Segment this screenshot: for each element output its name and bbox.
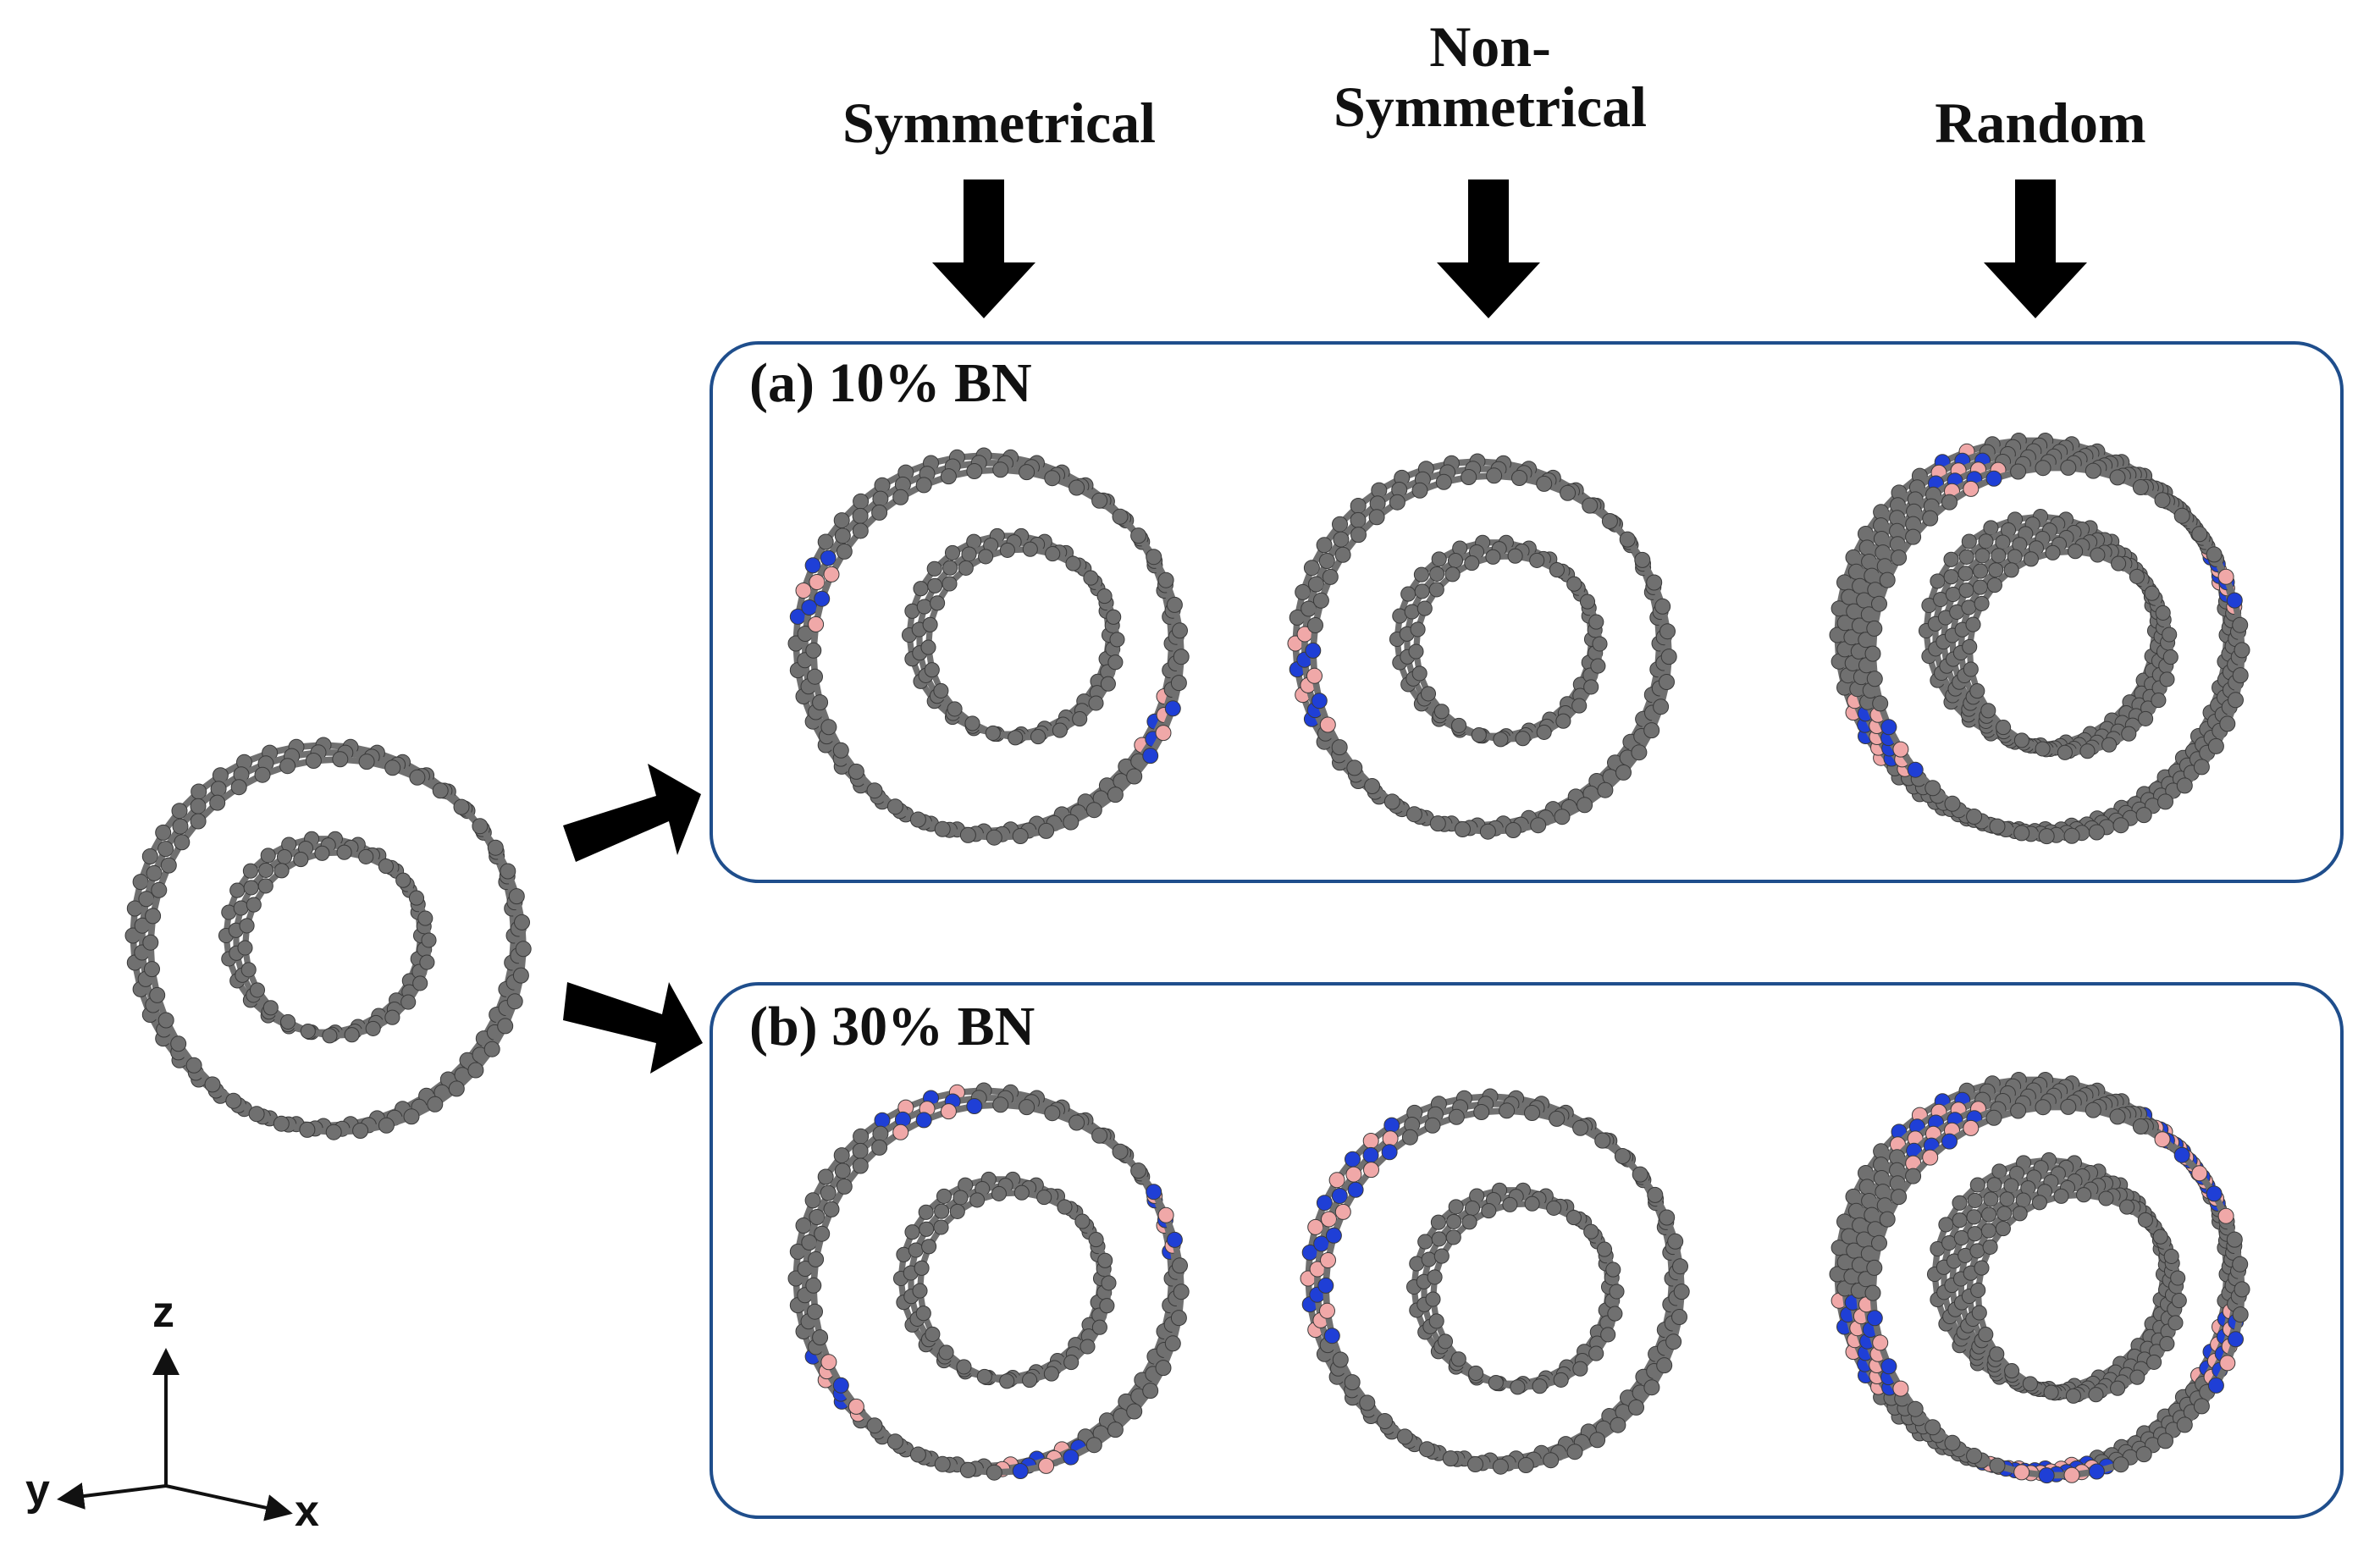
column-header-nonsymmetrical: Non- Symmetrical: [1333, 14, 1648, 140]
arrow-to-panel-b: [563, 982, 703, 1074]
panel-a-label: (a) 10% BN: [749, 352, 1032, 414]
nanotube-a-random: [1829, 433, 2250, 845]
panel-b-label: (b) 30% BN: [749, 996, 1035, 1057]
axis-label-x: x: [295, 1487, 319, 1536]
axis-label-y: y: [25, 1466, 50, 1515]
panel-a: [710, 341, 2344, 883]
coordinate-axes: [57, 1348, 293, 1521]
column-header-random: Random: [1935, 91, 2146, 155]
pristine-nanotube: [124, 737, 532, 1140]
nanotube-b-symmetrical: [787, 1082, 1190, 1481]
nanotube-a-nonsymmetrical: [1287, 453, 1677, 840]
arrow-to-panel-a: [563, 764, 701, 862]
down-arrow-nonsymmetrical: [1437, 179, 1540, 318]
down-arrow-random: [1984, 179, 2087, 318]
nanotube-a-symmetrical: [787, 447, 1190, 846]
nanotube-b-nonsymmetrical: [1300, 1088, 1690, 1475]
axis-label-z: z: [152, 1288, 174, 1337]
down-arrow-symmetrical: [932, 179, 1035, 318]
panel-b: [710, 982, 2344, 1519]
nanotube-b-random: [1829, 1072, 2250, 1484]
column-header-symmetrical: Symmetrical: [842, 91, 1157, 155]
